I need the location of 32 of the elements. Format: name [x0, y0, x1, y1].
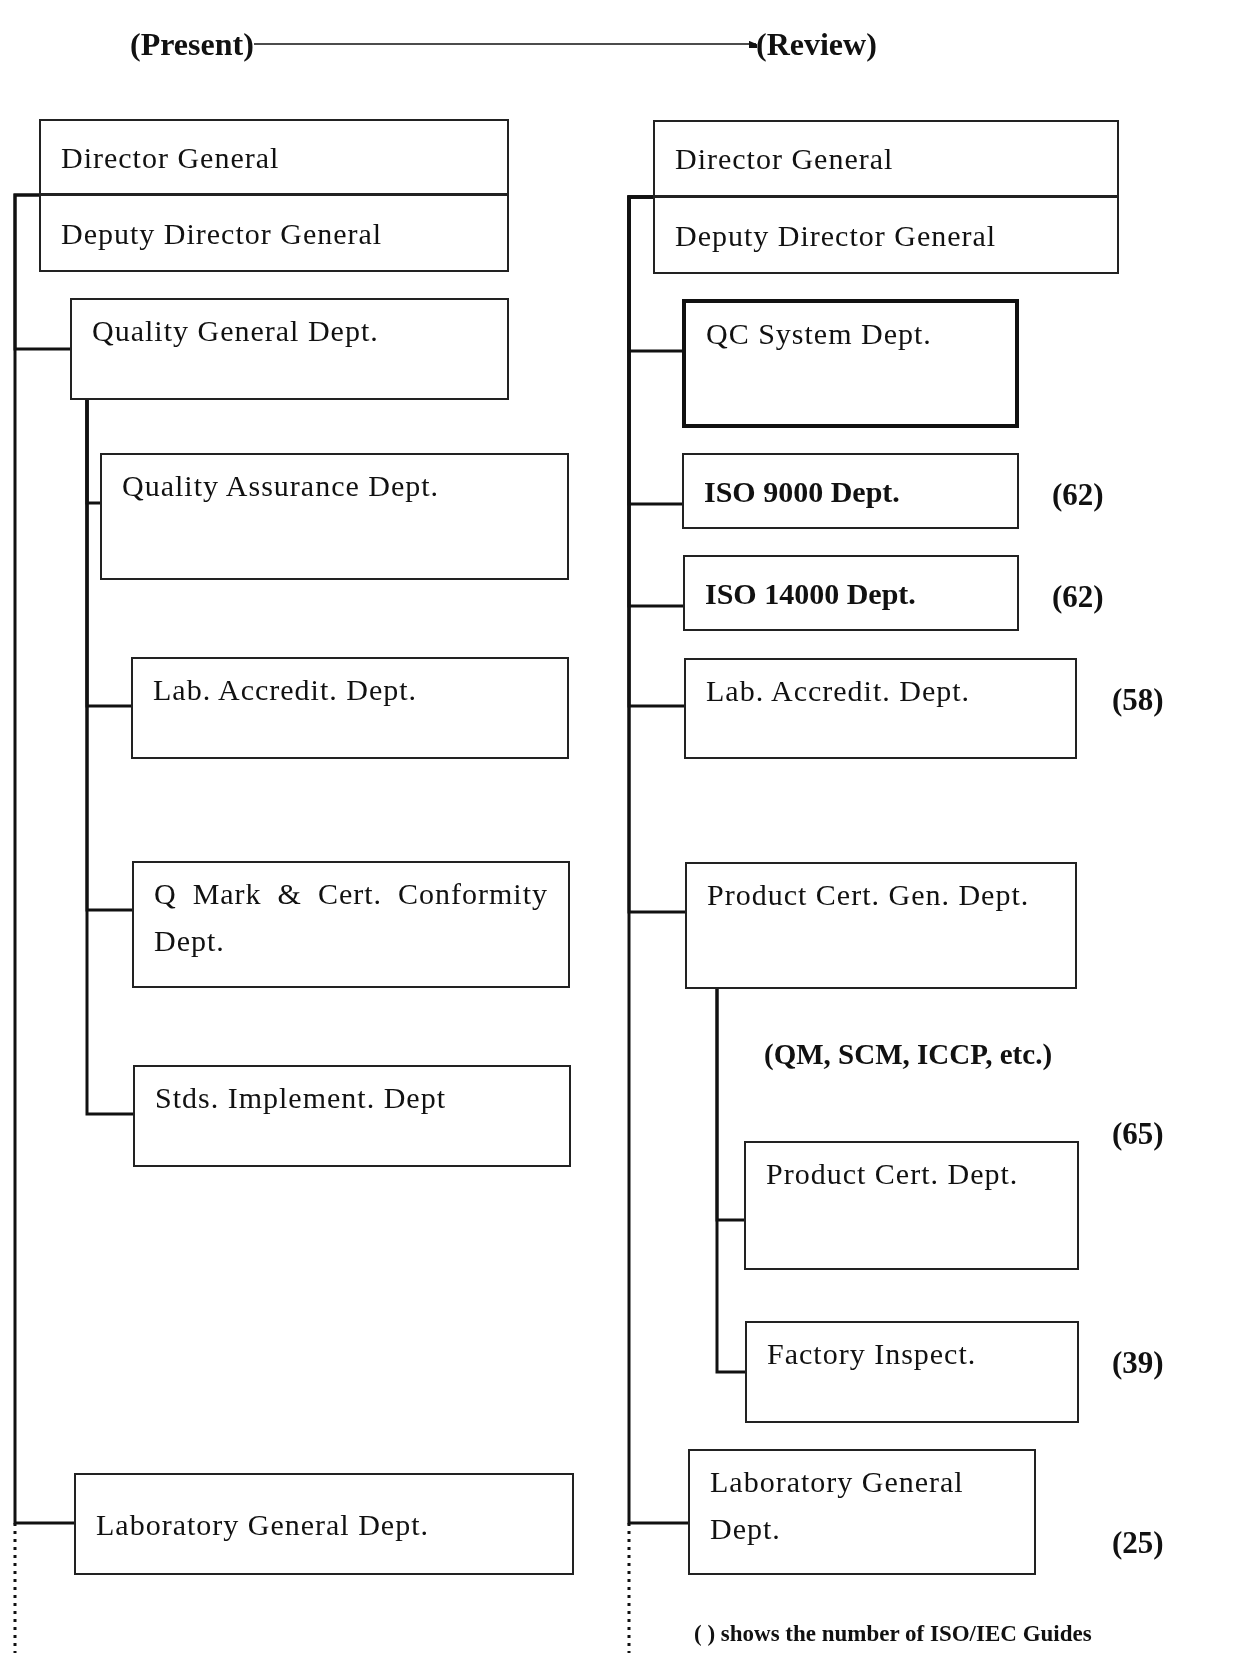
department-box: Product Cert. Gen. Dept.: [685, 862, 1077, 989]
count-label: (39): [1112, 1344, 1164, 1382]
department-box: Factory Inspect.: [745, 1321, 1079, 1423]
connector-line: [627, 195, 688, 1525]
department-box: ISO 14000 Dept.: [683, 555, 1019, 631]
count-label: (62): [1052, 578, 1104, 616]
connector-line: [13, 193, 74, 1525]
column-heading: (Review): [756, 22, 877, 66]
department-box: Director General: [653, 120, 1119, 197]
department-box: Director General: [39, 119, 509, 195]
department-box: Quality General Dept.: [70, 298, 509, 400]
department-box: Stds. Implement. Dept: [133, 1065, 571, 1167]
department-box: Laboratory General Dept.: [74, 1473, 574, 1575]
department-box: Deputy Director General: [39, 195, 509, 272]
footnote: ( ) shows the number of ISO/IEC Guides: [694, 1620, 1092, 1648]
count-label: (25): [1112, 1524, 1164, 1562]
department-box: Quality Assurance Dept.: [100, 453, 569, 580]
department-box: Lab. Accredit. Dept.: [684, 658, 1077, 759]
department-box: Product Cert. Dept.: [744, 1141, 1079, 1270]
department-box: Lab. Accredit. Dept.: [131, 657, 569, 759]
count-label: (65): [1112, 1115, 1164, 1153]
department-box: Q Mark & Cert. Conformity Dept.: [132, 861, 570, 988]
department-box: QC System Dept.: [682, 299, 1019, 428]
note-label: (QM, SCM, ICCP, etc.): [764, 1037, 1053, 1072]
count-label: (58): [1112, 681, 1164, 719]
department-box: ISO 9000 Dept.: [682, 453, 1019, 529]
count-label: (62): [1052, 476, 1104, 514]
column-heading: (Present): [130, 22, 254, 66]
connector-line: [715, 989, 745, 1374]
department-box: Deputy Director General: [653, 197, 1119, 274]
connector-line: [85, 400, 133, 1116]
department-box: Laboratory General Dept.: [688, 1449, 1036, 1575]
